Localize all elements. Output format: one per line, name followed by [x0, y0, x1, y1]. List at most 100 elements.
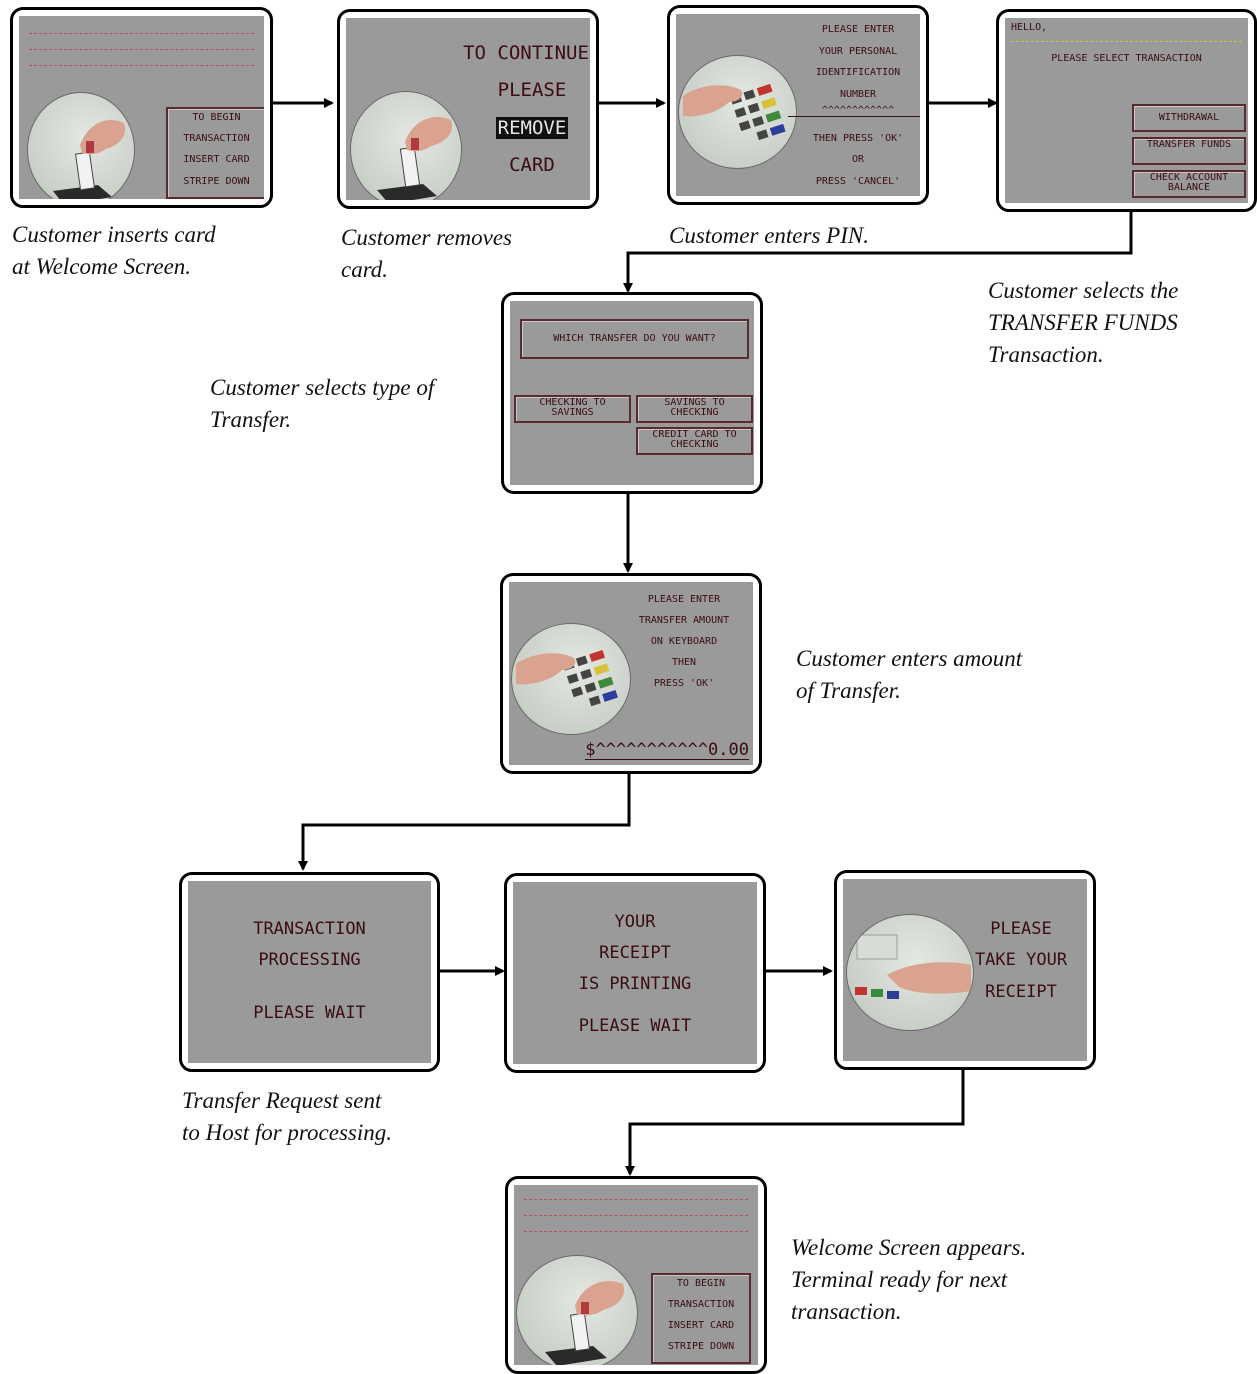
pin-line: NUMBER	[839, 89, 877, 100]
amount-line: PRESS 'OK'	[653, 678, 715, 689]
pin-entry-field: ^^^^^^^^^^^^	[788, 106, 920, 117]
caption-line: of Transfer.	[796, 678, 901, 703]
caption-line: Transaction.	[988, 342, 1104, 367]
caption-line: Transfer.	[210, 407, 292, 432]
caption-line: Customer enters amount	[796, 646, 1023, 671]
screen-receipt-printing: YOUR RECEIPT IS PRINTING PLEASE WAIT	[504, 873, 766, 1073]
caption-remove-card: Customer removes card.	[341, 222, 512, 286]
check-balance-button[interactable]	[1132, 170, 1246, 198]
caption-line: Welcome Screen appears.	[791, 1235, 1027, 1260]
remove-line: PLEASE	[497, 79, 567, 101]
credit-card-to-checking-label: CREDIT CARD TO CHECKING	[652, 429, 737, 450]
pin-line: THEN PRESS 'OK'	[812, 133, 904, 144]
transfer-question-box	[520, 319, 749, 359]
welcome-line: TRANSACTION	[183, 133, 250, 144]
take-receipt-line: PLEASE	[990, 919, 1052, 939]
printing-line: IS PRINTING	[578, 974, 692, 994]
welcome-instructions-box	[166, 107, 264, 199]
transfer-funds-label: TRANSFER FUNDS	[1146, 139, 1232, 150]
caption-host-processing: Transfer Request sent to Host for proces…	[182, 1085, 392, 1149]
remove-line-highlight: REMOVE	[495, 117, 569, 139]
check-balance-label: CHECK ACCOUNT BALANCE	[1149, 172, 1229, 193]
amount-entry-field: $^^^^^^^^^^^0.00	[585, 740, 749, 760]
amount-line: ON KEYBOARD	[650, 636, 718, 647]
withdrawal-label: WITHDRAWAL	[1158, 112, 1220, 123]
screen-pin: PLEASE ENTER YOUR PERSONAL IDENTIFICATIO…	[667, 5, 929, 205]
amount-line: TRANSFER AMOUNT	[638, 615, 730, 626]
caption-line: Customer selects type of	[210, 375, 435, 400]
welcome-line: INSERT CARD	[667, 1320, 735, 1331]
processing-line: PLEASE WAIT	[253, 1003, 366, 1023]
caption-line: transaction.	[791, 1299, 902, 1324]
processing-line: PROCESSING	[258, 950, 361, 970]
divider	[524, 1231, 748, 1232]
caption-line: Terminal ready for next	[791, 1267, 1008, 1292]
divider	[524, 1215, 748, 1216]
checking-to-savings-label: CHECKING TO SAVINGS	[539, 397, 606, 418]
pin-line: OR	[851, 154, 865, 165]
take-receipt-line: RECEIPT	[985, 982, 1057, 1002]
processing-line: TRANSACTION	[253, 919, 366, 939]
arrow-amount-to-processing	[298, 773, 631, 871]
welcome-line: STRIPE DOWN	[667, 1341, 735, 1352]
caption-select-transfer: Customer selects the TRANSFER FUNDS Tran…	[988, 275, 1178, 371]
amount-line: PLEASE ENTER	[647, 594, 721, 605]
arrow-select-to-type	[623, 210, 1133, 293]
transfer-question: WHICH TRANSFER DO YOU WANT?	[553, 333, 716, 344]
credit-card-to-checking-button[interactable]	[636, 427, 753, 455]
caption-enter-pin: Customer enters PIN.	[669, 220, 869, 252]
welcome-line: INSERT CARD	[183, 154, 250, 165]
savings-to-checking-label: SAVINGS TO CHECKING	[664, 397, 725, 418]
receipt-hand-photo	[846, 914, 974, 1031]
divider	[524, 1199, 748, 1200]
printing-line: RECEIPT	[599, 943, 671, 963]
divider	[29, 65, 254, 66]
transfer-funds-button[interactable]	[1132, 137, 1246, 165]
caption-line: card.	[341, 257, 389, 282]
welcome-instructions-box	[651, 1273, 751, 1364]
welcome-line: TRANSACTION	[667, 1299, 735, 1310]
divider	[29, 49, 254, 50]
divider	[1011, 41, 1242, 42]
pin-line: IDENTIFICATION	[815, 67, 901, 78]
caption-insert-card: Customer inserts card at Welcome Screen.	[12, 219, 216, 283]
take-receipt-line: TAKE YOUR	[974, 950, 1068, 970]
pin-line: PRESS 'CANCEL'	[815, 176, 901, 187]
select-prompt: PLEASE SELECT TRANSACTION	[1051, 53, 1202, 64]
card-insert-photo	[27, 92, 135, 199]
printing-line: YOUR	[614, 912, 656, 932]
screen-select-transaction: HELLO, PLEASE SELECT TRANSACTION WITHDRA…	[996, 9, 1257, 212]
screen-enter-amount: PLEASE ENTER TRANSFER AMOUNT ON KEYBOARD…	[500, 573, 762, 774]
savings-to-checking-button[interactable]	[636, 395, 753, 423]
screen-processing: TRANSACTION PROCESSING PLEASE WAIT	[179, 872, 440, 1072]
screen-welcome: TO BEGIN TRANSACTION INSERT CARD STRIPE …	[10, 7, 273, 208]
pin-line: PLEASE ENTER	[821, 24, 895, 35]
screen-transfer-type: WHICH TRANSFER DO YOU WANT? CHECKING TO …	[501, 292, 763, 494]
caption-line: at Welcome Screen.	[12, 254, 192, 279]
caption-transfer-type: Customer selects type of Transfer.	[210, 372, 434, 436]
caption-enter-amount: Customer enters amount of Transfer.	[796, 643, 1022, 707]
amount-line: THEN	[671, 657, 697, 668]
caption-welcome-ready: Welcome Screen appears. Terminal ready f…	[791, 1232, 1026, 1328]
keypad-photo	[678, 55, 797, 169]
hello-text: HELLO,	[1011, 22, 1048, 33]
welcome-line: TO BEGIN	[676, 1278, 726, 1289]
remove-line: TO CONTINUE	[463, 42, 589, 64]
welcome-line: TO BEGIN	[192, 112, 241, 123]
checking-to-savings-button[interactable]	[514, 395, 631, 423]
card-remove-photo	[350, 91, 462, 200]
keypad-photo	[511, 623, 631, 735]
screen-take-receipt: PLEASE TAKE YOUR RECEIPT	[834, 870, 1096, 1070]
pin-line: YOUR PERSONAL	[818, 46, 898, 57]
card-insert-photo	[516, 1255, 638, 1365]
caption-line: Customer selects the	[988, 278, 1179, 303]
arrow-receipt-to-welcome	[625, 1070, 965, 1176]
printing-line: PLEASE WAIT	[578, 1016, 692, 1036]
divider	[29, 33, 254, 34]
withdrawal-button[interactable]	[1132, 104, 1246, 132]
caption-line: Customer removes	[341, 225, 512, 250]
screen-remove-card: TO CONTINUE PLEASE REMOVE CARD	[337, 9, 599, 209]
caption-line: Transfer Request sent	[182, 1088, 382, 1113]
caption-line: TRANSFER FUNDS	[988, 310, 1178, 335]
